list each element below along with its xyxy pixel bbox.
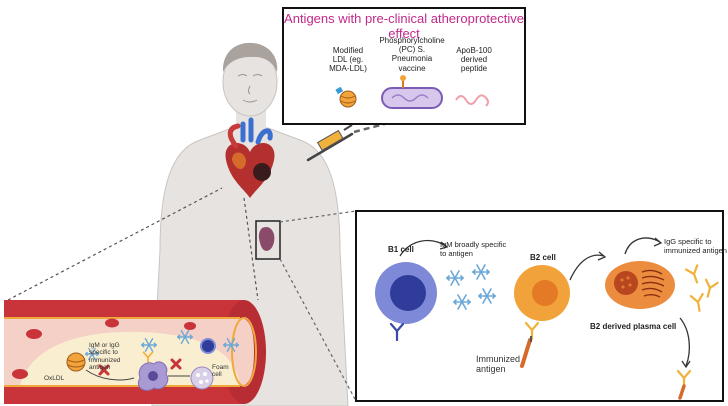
b2-cell-label: B2 cell [530,253,556,262]
zoom-line-top [279,210,357,223]
syringe-icon [306,124,354,162]
oxldl-uptake-arrow [85,369,135,381]
atherosclerotic-plaque [20,331,240,386]
spleen-highlight-box [255,220,281,260]
red-blood-cell-icon [26,329,42,339]
foam-cell-icon [190,366,214,390]
b2-nucleus [532,280,558,306]
spleen-icon [258,226,275,251]
b2-differentiation-arrow [569,254,605,281]
vessel-zoom-line-left [7,187,223,301]
immunized-antigen-icon [520,336,532,368]
blood-vessel [4,300,266,404]
igm-broad-label: IgM broadly specific to antigen [440,240,507,258]
vessel-zoom-line-right [243,197,259,301]
b1-cell-label: B1 cell [388,245,414,254]
igg-binding-arrow [679,317,691,367]
monocyte-icon [200,338,216,354]
heart-icon [225,117,275,198]
red-blood-cell-icon [105,318,119,328]
red-blood-cell-group [12,318,196,379]
endoplasmic-reticulum [641,269,665,298]
pc-vaccine-label: Phosphorylcholine (PC) S. Pneumonia vacc… [379,36,445,73]
b1-secretion-arrow [399,239,447,257]
b1-nucleus [390,275,426,311]
blocked-uptake-x-icon [98,358,182,376]
foam-cell-label: Foam cell [212,364,229,379]
oxldl-label: OxLDL [44,375,65,382]
oxldl-icon [66,352,86,372]
red-blood-cell-icon [184,322,196,330]
plasma-secretion-arrow [624,237,661,255]
apob-peptide-label: ApoB-100 derived peptide [456,46,492,74]
pneumonia-bacterium-icon [381,75,443,109]
macrophage-icon [138,361,169,391]
face-details [237,74,263,103]
red-blood-cell-icon [12,369,28,379]
modified-ldl-icon [335,86,357,108]
modified-ldl-label: Modified LDL (eg. MDA-LDL) [329,46,367,74]
antigens-box-title: Antigens with pre-clinical atheroprotect… [284,11,524,41]
plasma-cell-label: B2 derived plasma cell [590,322,677,331]
igg-specific-label: IgG specific to immunized antigen [664,237,727,255]
bound-antigen-icon [678,384,686,400]
peptide-chain-icon [455,94,489,107]
igm-igg-vessel-label: IgM or IgG specific to immunized antigen [89,342,121,372]
zoom-line-bottom [279,258,357,402]
immunized-antigen-label: Immunized antigen [476,354,521,375]
plasma-nucleus [614,271,638,295]
